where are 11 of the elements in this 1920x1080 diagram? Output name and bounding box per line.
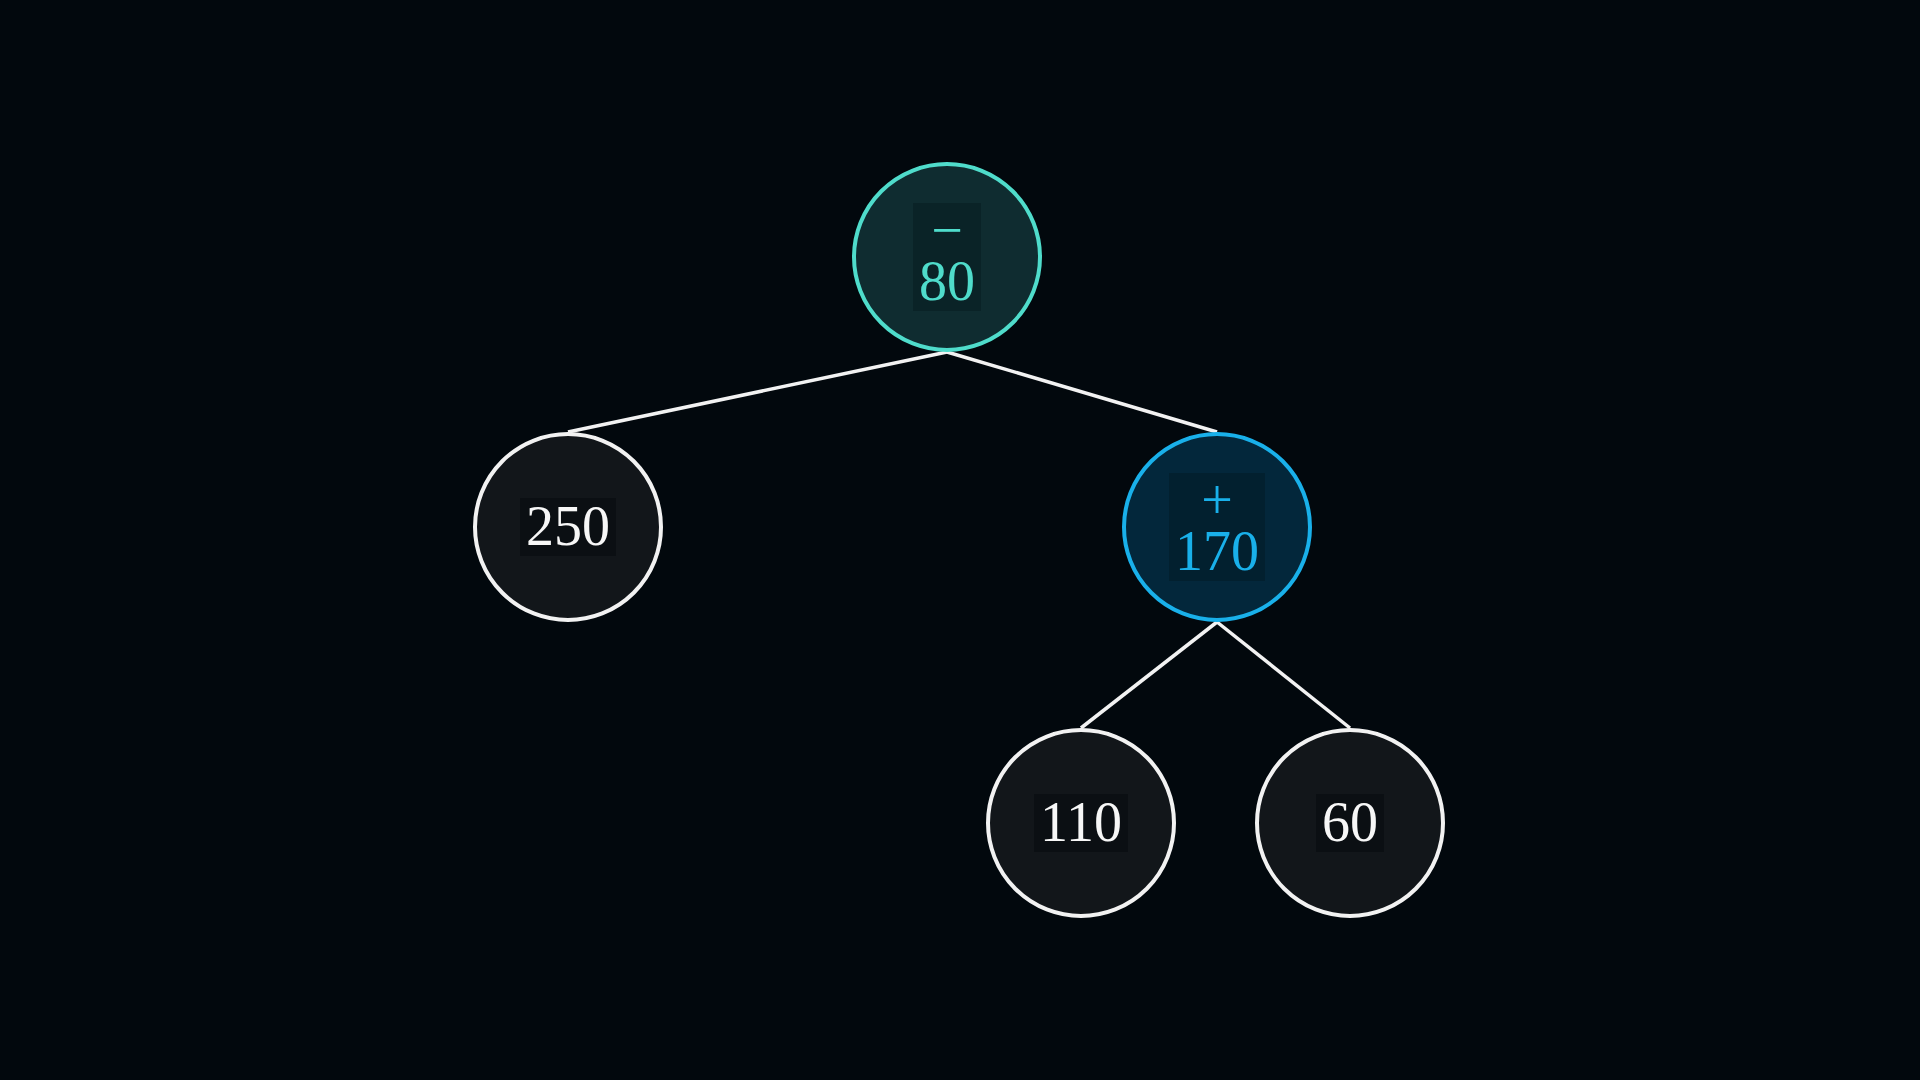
tree-edge [1079, 620, 1219, 730]
operator-sign: + [1169, 473, 1265, 523]
node-value: 60 [1316, 794, 1384, 852]
node-value: 250 [520, 498, 616, 556]
tree-edge [1215, 620, 1352, 730]
node-value: 170 [1169, 523, 1265, 581]
node-value: 80 [913, 253, 981, 311]
node-value: 110 [1034, 794, 1128, 852]
operator-sign: − [913, 203, 981, 253]
tree-edge [946, 350, 1218, 434]
tree-edge [567, 350, 948, 434]
